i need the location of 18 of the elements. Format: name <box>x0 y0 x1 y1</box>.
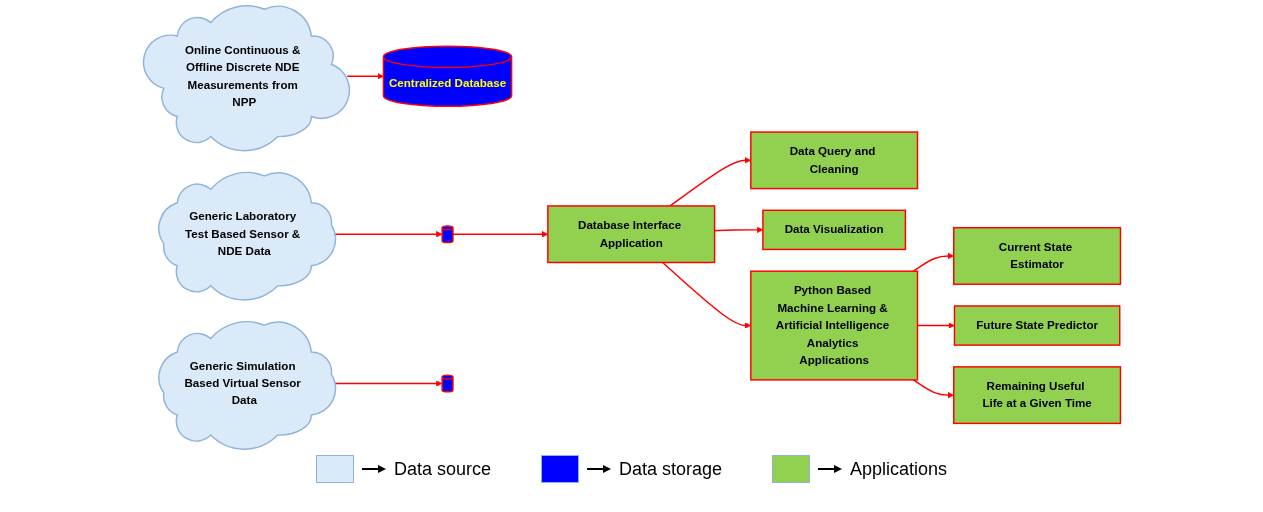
node-cylinder <box>440 374 454 393</box>
node-box: Current State Estimator <box>952 226 1121 285</box>
node-box: Future State Predictor <box>953 305 1120 346</box>
node-cylinder <box>440 225 454 244</box>
arrow <box>451 231 548 238</box>
legend-label: Data storage <box>618 458 723 480</box>
arrow <box>668 157 751 207</box>
arrow <box>912 379 954 399</box>
legend-label: Applications <box>850 458 948 480</box>
node-box: Remaining Useful Life at a Given Time <box>952 366 1121 425</box>
node-box: Python Based Machine Learning & Artificial Intelligence Analytics Applications <box>749 270 918 381</box>
arrow <box>912 252 954 272</box>
node-box: Database Interface Application <box>546 205 715 264</box>
node-box: Data Visualization <box>761 209 906 251</box>
arrow <box>661 261 751 329</box>
node-box: Data Query and Cleaning <box>749 131 918 190</box>
legend-label: Data source <box>393 458 491 480</box>
arrow <box>346 73 384 80</box>
